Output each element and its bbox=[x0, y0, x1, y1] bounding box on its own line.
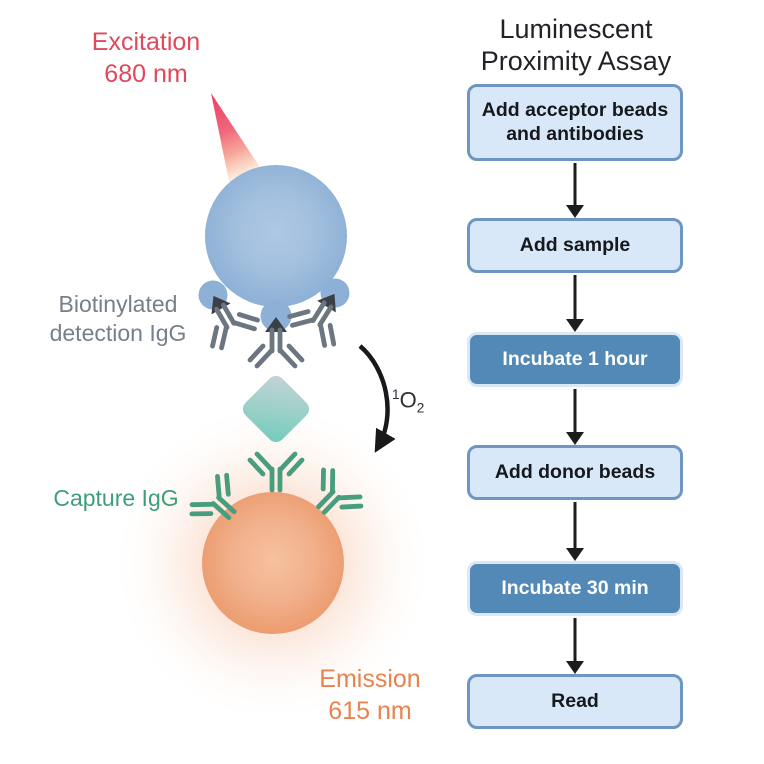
flow-step-add-sample: Add sample bbox=[467, 218, 683, 273]
detection-igg-label: Biotinylated detection IgG bbox=[18, 290, 218, 348]
excitation-wavelength: 680 nm bbox=[104, 59, 188, 88]
flow-arrow-icon bbox=[564, 616, 586, 674]
flow-arrow-icon bbox=[564, 273, 586, 332]
acceptor-bead-icon bbox=[202, 492, 344, 634]
flowchart: Add acceptor beads and antibodies Add sa… bbox=[467, 84, 683, 729]
analyte-icon bbox=[242, 375, 310, 443]
excitation-beam-icon bbox=[211, 93, 271, 191]
excitation-label-line1: Excitation bbox=[91, 28, 201, 56]
flow-arrow-icon bbox=[564, 161, 586, 218]
singlet-oxygen-symbol: O bbox=[399, 387, 417, 413]
flowchart-title: Luminescent Proximity Assay bbox=[480, 14, 672, 77]
flow-arrow-icon bbox=[564, 500, 586, 561]
flow-step-incubate-30-min: Incubate 30 min bbox=[467, 561, 683, 616]
emission-wavelength: 615 nm bbox=[328, 696, 412, 725]
capture-igg-label: Capture IgG bbox=[30, 484, 202, 513]
excitation-label: Excitation 680 nm bbox=[40, 27, 252, 90]
singlet-oxygen-label: 1O2 bbox=[392, 388, 424, 415]
singlet-oxygen-subscript: 2 bbox=[416, 400, 425, 416]
emission-label-line1: Emission bbox=[319, 665, 421, 693]
emission-label: Emission 615 nm bbox=[278, 664, 462, 727]
flow-step-add-donor-beads: Add donor beads bbox=[467, 445, 683, 500]
singlet-oxygen-superscript: 1 bbox=[392, 387, 400, 402]
singlet-oxygen-arrow-icon bbox=[358, 344, 396, 453]
flow-step-read: Read bbox=[467, 674, 683, 729]
detection-igg-label-line1: Biotinylated bbox=[58, 291, 178, 317]
capture-igg-label-text: Capture IgG bbox=[53, 485, 179, 511]
detection-igg-label-line2: detection IgG bbox=[49, 319, 187, 346]
flow-step-incubate-1-hour: Incubate 1 hour bbox=[467, 332, 683, 387]
flow-arrow-icon bbox=[564, 387, 586, 445]
flow-step-add-acceptor-beads: Add acceptor beads and antibodies bbox=[467, 84, 683, 161]
